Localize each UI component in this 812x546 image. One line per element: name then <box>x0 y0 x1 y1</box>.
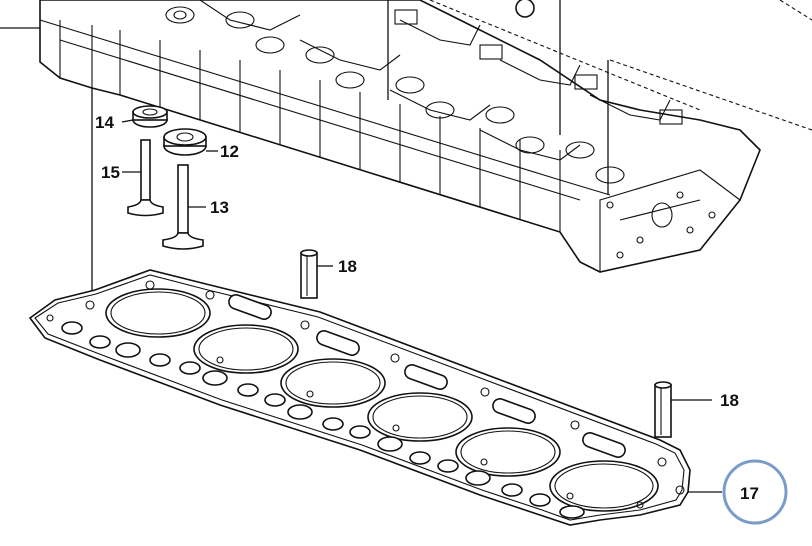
dowel-pin-18-right <box>654 381 672 438</box>
valve-seal-part-14 <box>132 105 168 128</box>
callout-13: 13 <box>210 198 229 217</box>
callout-18-left: 18 <box>338 257 357 276</box>
valve-part-13 <box>162 164 204 250</box>
dowel-pin-18-left <box>300 249 318 299</box>
callout-15: 15 <box>101 163 120 182</box>
valve-part-15 <box>127 139 164 217</box>
highlight-circle <box>722 459 788 525</box>
head-gasket <box>28 269 691 526</box>
cylinder-head <box>0 0 812 305</box>
leader-lines <box>121 119 722 493</box>
valve-spring-seat-part-12 <box>163 128 207 156</box>
callout-12: 12 <box>220 142 239 161</box>
callout-18-right: 18 <box>720 391 739 410</box>
callout-17: 17 <box>740 484 759 503</box>
callout-14: 14 <box>95 113 114 132</box>
